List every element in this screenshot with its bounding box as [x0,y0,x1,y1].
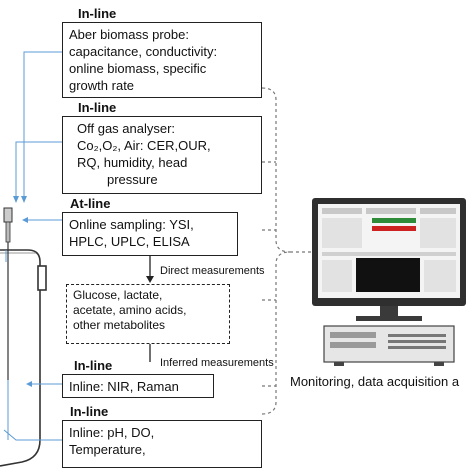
off-gas-box: Off gas analyser: Co₂,O₂, Air: CER,OUR, … [62,116,262,194]
section-1-header: In-line [78,6,117,21]
box-line: RQ, humidity, head [77,155,188,170]
inferred-measurements-label: Inferred measurements [160,357,274,369]
ph-do-box: Inline: pH, DO, Temperature, [62,420,262,468]
box-line: Glucose, lactate, [73,288,163,302]
aber-biomass-box: Aber biomass probe: capacitance, conduct… [62,22,262,98]
box-line: Temperature, [69,442,146,457]
connection-wires [3,51,62,441]
nir-raman-box: Inline: NIR, Raman [62,374,214,398]
direct-measurements-label: Direct measurements [160,265,265,277]
bioreactor-vessel [0,249,47,467]
box-line: growth rate [69,78,135,93]
box-line: Inline: pH, DO, [69,425,155,440]
box-line: pressure [107,172,158,187]
section-2-header: In-line [78,100,117,115]
section-4-header: In-line [74,358,113,373]
box-line: Co₂,O₂, Air: CER,OUR, [77,138,211,153]
box-line: Off gas analyser: [77,121,176,136]
box-line: online biomass, specific [69,61,207,76]
section-3-header: At-line [70,196,111,211]
monitor-icon [312,198,466,321]
probe-icon [3,207,13,440]
metabolites-box: Glucose, lactate, acetate, amino acids, … [66,284,230,344]
dashed-bracket [261,87,316,415]
box-line: Aber biomass probe: [69,27,189,42]
box-line: HPLC, UPLC, ELISA [69,234,190,249]
section-5-header: In-line [70,404,109,419]
box-line: Inline: NIR, Raman [69,379,179,394]
wire-arrowheads [13,196,32,387]
box-line: capacitance, conductivity: [69,44,218,59]
box-line: other metabolites [73,318,166,332]
box-line: acetate, amino acids, [73,303,187,317]
box-line: Online sampling: YSI, [69,217,194,232]
computer-tower-icon [323,325,455,366]
online-sampling-box: Online sampling: YSI, HPLC, UPLC, ELISA [62,212,238,256]
monitoring-caption: Monitoring, data acquisition a [290,374,460,389]
